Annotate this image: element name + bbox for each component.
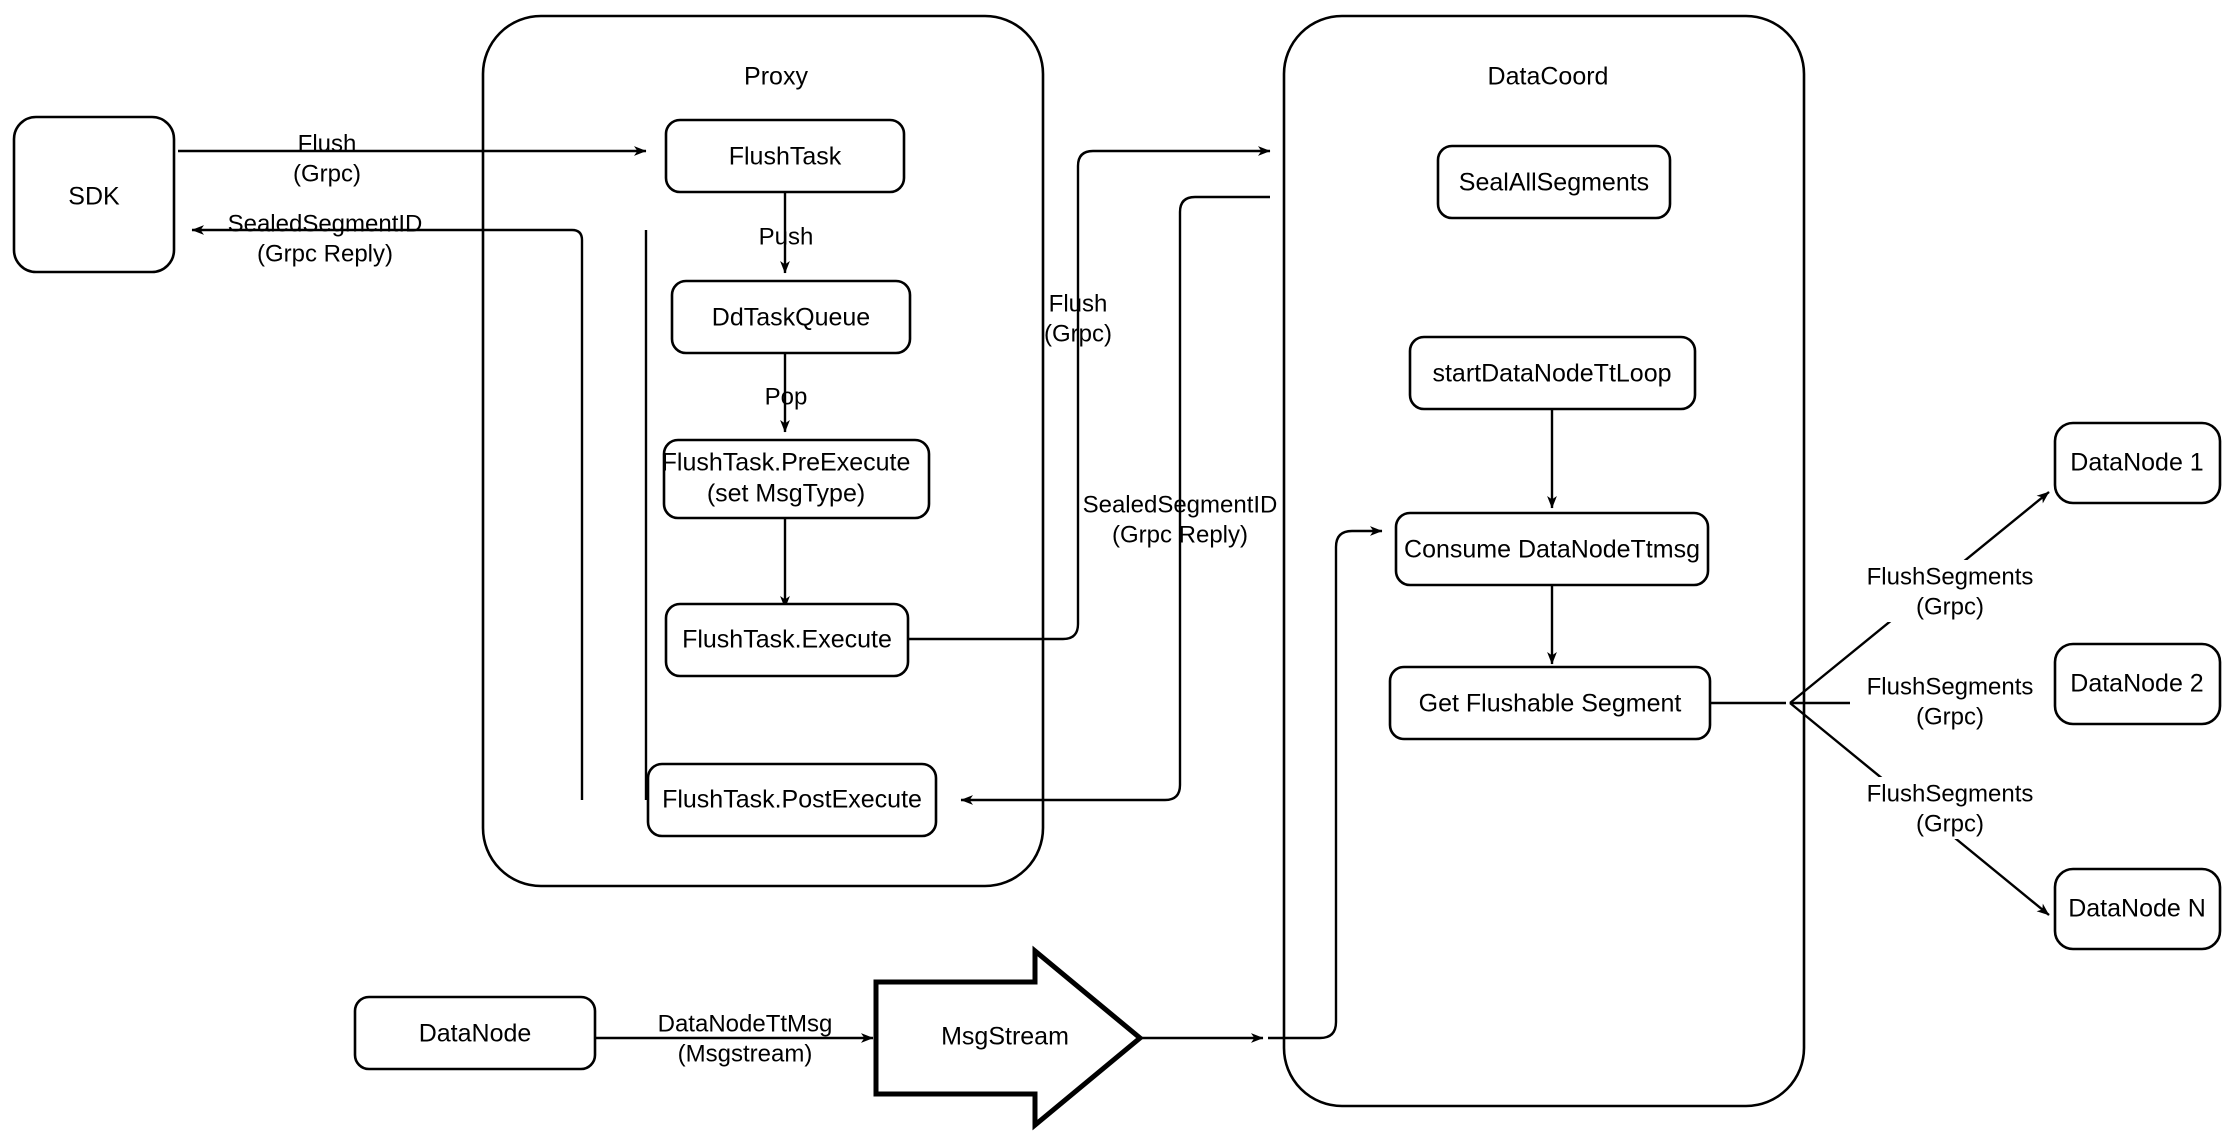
msgstream-label: MsgStream [941,1023,1069,1051]
sdk-label: SDK [68,183,120,211]
edge-sealallsegments-to-postexecute [960,195,1270,805]
flushsegments-1-line1: FlushSegments [1867,563,2034,590]
datacoord-container-label: DataCoord [1488,63,1609,91]
node-sealallsegments[interactable]: SealAllSegments [1436,144,1672,220]
node-sdk[interactable]: SDK [12,115,176,274]
flushsegments-n-line1: FlushSegments [1867,780,2034,807]
edge-label-coord-to-proxy-line2: (Grpc Reply) [1112,521,1248,548]
edge-label-flushsegments-n: FlushSegments (Grpc) [1850,777,2050,839]
node-datanode-1[interactable]: DataNode 1 [2053,421,2222,505]
edge-label-flushsegments-2: FlushSegments (Grpc) [1850,670,2050,732]
proxy-container-label: Proxy [744,63,808,91]
node-ddtaskqueue[interactable]: DdTaskQueue [670,279,912,355]
node-get-flushable-segment[interactable]: Get Flushable Segment [1388,665,1712,741]
datanode-1-box[interactable] [2053,421,2222,505]
get-flushable-segment-label: Get Flushable Segment [1419,690,1682,718]
consume-datanodettmsg-label: Consume DataNodeTtmsg [1404,536,1700,564]
edge-label-push: Push [759,223,814,250]
flushsegments-2-line1: FlushSegments [1867,673,2034,700]
node-flushtask-preexecute[interactable]: FlushTask.PreExecute (set MsgType) [662,438,931,520]
edge-postexecute-to-sdk [191,225,584,800]
flushsegments-n-line2: (Grpc) [1916,810,1984,837]
edge-label-flushsegments-1: FlushSegments (Grpc) [1850,560,2050,622]
sealallsegments-box[interactable] [1436,144,1672,220]
flushsegments-2-line2: (Grpc) [1916,703,1984,730]
edge-label-sealedsegmentid-line2: (Grpc Reply) [257,240,393,267]
node-flushtask-execute[interactable]: FlushTask.Execute [664,602,910,678]
datanode-n-box[interactable] [2053,867,2222,951]
preexecute-box[interactable] [662,438,931,520]
edge-label-datanodettmsg-line2: (Msgstream) [678,1040,813,1067]
node-datanode-2[interactable]: DataNode 2 [2053,642,2222,726]
node-flushtask-postexecute[interactable]: FlushTask.PostExecute [646,762,938,838]
ddtaskqueue-label: DdTaskQueue [712,304,870,332]
edge-label-flush-grpc-line2: (Grpc) [293,160,361,187]
datanode-1-label: DataNode 1 [2070,449,2203,477]
label-backdrop-2 [1850,670,2050,732]
ddtaskqueue-box[interactable] [670,279,912,355]
sdk-box[interactable] [12,115,176,274]
postexecute-label: FlushTask.PostExecute [662,786,922,814]
label-backdrop-n [1850,777,2050,839]
datanode-n-label: DataNode N [2068,895,2206,923]
postexecute-box[interactable] [646,762,938,838]
datacoord-container-outline [1282,14,1806,1108]
edge-execute-to-sealallsegments [908,146,1271,641]
datanode-source-label: DataNode [419,1020,532,1048]
datanode-2-label: DataNode 2 [2070,670,2203,698]
proxy-container-outline [481,14,1045,888]
node-consume-datanodettmsg[interactable]: Consume DataNodeTtmsg [1394,511,1710,587]
edge-label-flush-grpc-line1: Flush [298,130,357,157]
msgstream-arrow-shape[interactable] [873,945,1144,1131]
label-backdrop-1 [1850,560,2050,622]
datanode-source-box[interactable] [353,995,597,1071]
container-proxy: Proxy [481,14,1045,888]
flushtask-label: FlushTask [729,143,842,171]
node-flushtask[interactable]: FlushTask [664,118,906,194]
edge-datacoord-inlet-to-consume [1268,526,1383,1040]
edge-label-pop: Pop [765,383,808,410]
node-startdatanodettloop[interactable]: startDataNodeTtLoop [1408,335,1697,411]
startdatanodettloop-label: startDataNodeTtLoop [1432,360,1671,388]
edge-label-coord-to-proxy-line1: SealedSegmentID [1083,491,1278,518]
sealallsegments-label: SealAllSegments [1459,169,1649,197]
flushsegments-1-line2: (Grpc) [1916,593,1984,620]
node-msgstream[interactable]: MsgStream [873,945,1144,1131]
edge-label-sealedsegmentid-line1: SealedSegmentID [228,210,423,237]
node-datanode-source[interactable]: DataNode [353,995,597,1071]
execute-box[interactable] [664,602,910,678]
preexecute-label-line2: (set MsgType) [707,480,865,508]
container-datacoord: DataCoord [1282,14,1806,1108]
edge-label-datanodettmsg-line1: DataNodeTtMsg [658,1010,833,1037]
node-datanode-n[interactable]: DataNode N [2053,867,2222,951]
edge-label-proxy-to-coord-line1: Flush [1049,290,1108,317]
execute-label: FlushTask.Execute [682,626,892,654]
flushtask-box[interactable] [664,118,906,194]
datanode-2-box[interactable] [2053,642,2222,726]
preexecute-label-line1: FlushTask.PreExecute [662,449,911,477]
edge-label-proxy-to-coord-line2: (Grpc) [1044,320,1112,347]
